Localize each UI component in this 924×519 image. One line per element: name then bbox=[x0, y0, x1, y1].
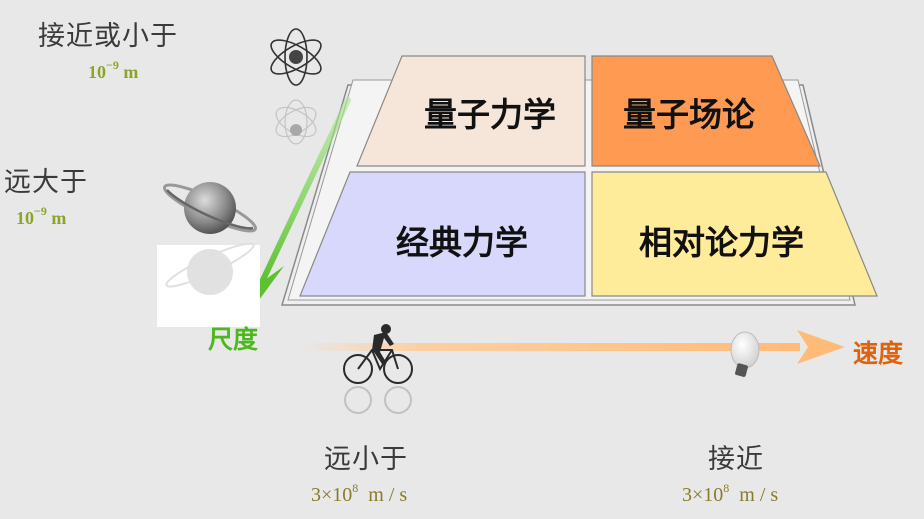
quadrant-relativistic-mechanics bbox=[591, 171, 878, 297]
speed-fast-label: 接近 bbox=[708, 444, 764, 475]
quadrant-label-quantum-mechanics: 量子力学 bbox=[424, 95, 556, 134]
size-axis-label: 尺度 bbox=[208, 325, 259, 354]
atom-icon bbox=[270, 28, 322, 86]
cyclist-reflection-icon bbox=[344, 386, 412, 414]
size-small-unit: 10−9 m bbox=[88, 58, 138, 83]
speed-axis-label: 速度 bbox=[853, 339, 904, 368]
saturn-reflection-icon bbox=[157, 242, 260, 327]
unit-suffix: m / s bbox=[358, 484, 408, 506]
light-bulb-icon bbox=[730, 331, 760, 377]
unit-base: 3×10 bbox=[311, 484, 353, 506]
quadrant-classical-mechanics bbox=[299, 171, 586, 297]
speed-slow-unit: 3×108 m / s bbox=[311, 481, 407, 507]
cyclist-icon bbox=[343, 324, 413, 384]
unit-exponent: 8 bbox=[352, 481, 359, 495]
quadrant-quantum-mechanics bbox=[356, 55, 586, 167]
unit-base: 10 bbox=[16, 208, 34, 228]
speed-fast-unit: 3×108 m / s bbox=[682, 481, 778, 507]
unit-suffix: m bbox=[46, 208, 67, 228]
quadrant-label-relativistic-mechanics: 相对论力学 bbox=[639, 223, 804, 262]
atom-reflection-icon bbox=[275, 99, 317, 145]
speed-slow-label: 远小于 bbox=[324, 444, 408, 475]
unit-suffix: m bbox=[118, 62, 139, 82]
unit-exponent: 8 bbox=[723, 481, 730, 495]
speed-axis-arrow bbox=[300, 330, 845, 364]
unit-exponent: −9 bbox=[106, 58, 119, 72]
unit-exponent: −9 bbox=[34, 204, 47, 218]
unit-base: 10 bbox=[88, 62, 106, 82]
saturn-icon bbox=[162, 182, 258, 234]
size-large-label: 远大于 bbox=[4, 167, 88, 198]
unit-suffix: m / s bbox=[729, 484, 779, 506]
size-large-unit: 10−9 m bbox=[16, 204, 66, 229]
quadrant-quantum-field-theory bbox=[591, 55, 821, 167]
unit-base: 3×10 bbox=[682, 484, 724, 506]
size-small-label: 接近或小于 bbox=[38, 21, 178, 52]
quadrant-label-classical-mechanics: 经典力学 bbox=[396, 223, 528, 262]
quadrant-label-quantum-field-theory: 量子场论 bbox=[623, 95, 755, 134]
